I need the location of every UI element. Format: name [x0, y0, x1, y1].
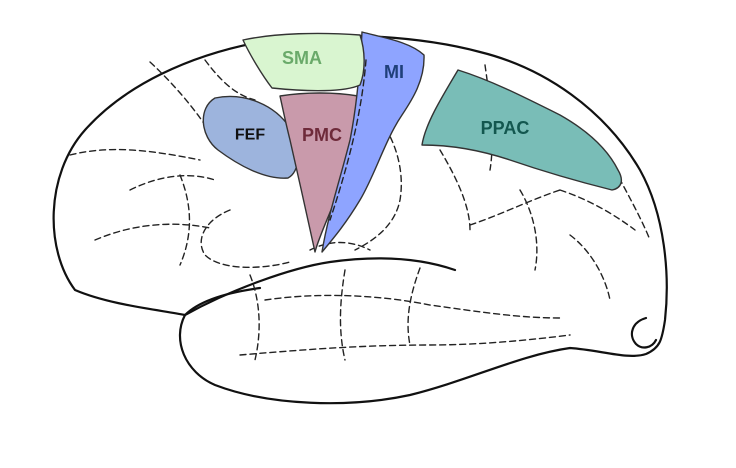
sulcus: [94, 223, 211, 241]
sulcus: [264, 294, 561, 319]
temporal-pole-curve: [183, 286, 262, 317]
pmc-label: PMC: [302, 125, 342, 145]
sulcus: [69, 148, 201, 161]
sma-label: SMA: [282, 48, 322, 68]
sulcus: [149, 61, 206, 126]
sulcus: [239, 334, 571, 356]
mi-region: [321, 31, 425, 253]
brain-outline: [52, 34, 668, 405]
sma-region: [242, 32, 365, 92]
sulcus: [129, 175, 216, 191]
fef-label: FEF: [235, 127, 265, 144]
ppac-label: PPAC: [481, 118, 530, 138]
sulcus: [339, 269, 346, 361]
mi-label: MI: [384, 62, 404, 82]
sulcus: [569, 234, 611, 301]
ppac-region: [421, 69, 623, 191]
central-sulcus: [329, 59, 367, 221]
sulcus: [469, 189, 561, 226]
sulcus: [249, 274, 260, 361]
sulcus: [407, 267, 421, 346]
sulcus: [309, 241, 371, 251]
sulcus: [204, 59, 256, 101]
sulcus: [354, 119, 402, 251]
sulcus: [439, 149, 471, 231]
occipital-notch: [630, 316, 658, 349]
sulcus: [559, 189, 636, 231]
pmc-region: [279, 92, 359, 253]
sulcus: [519, 189, 538, 271]
sulcus: [200, 209, 291, 269]
fef-region: [202, 95, 299, 179]
sulcus: [179, 174, 191, 266]
lateral-fissure: [183, 257, 457, 317]
